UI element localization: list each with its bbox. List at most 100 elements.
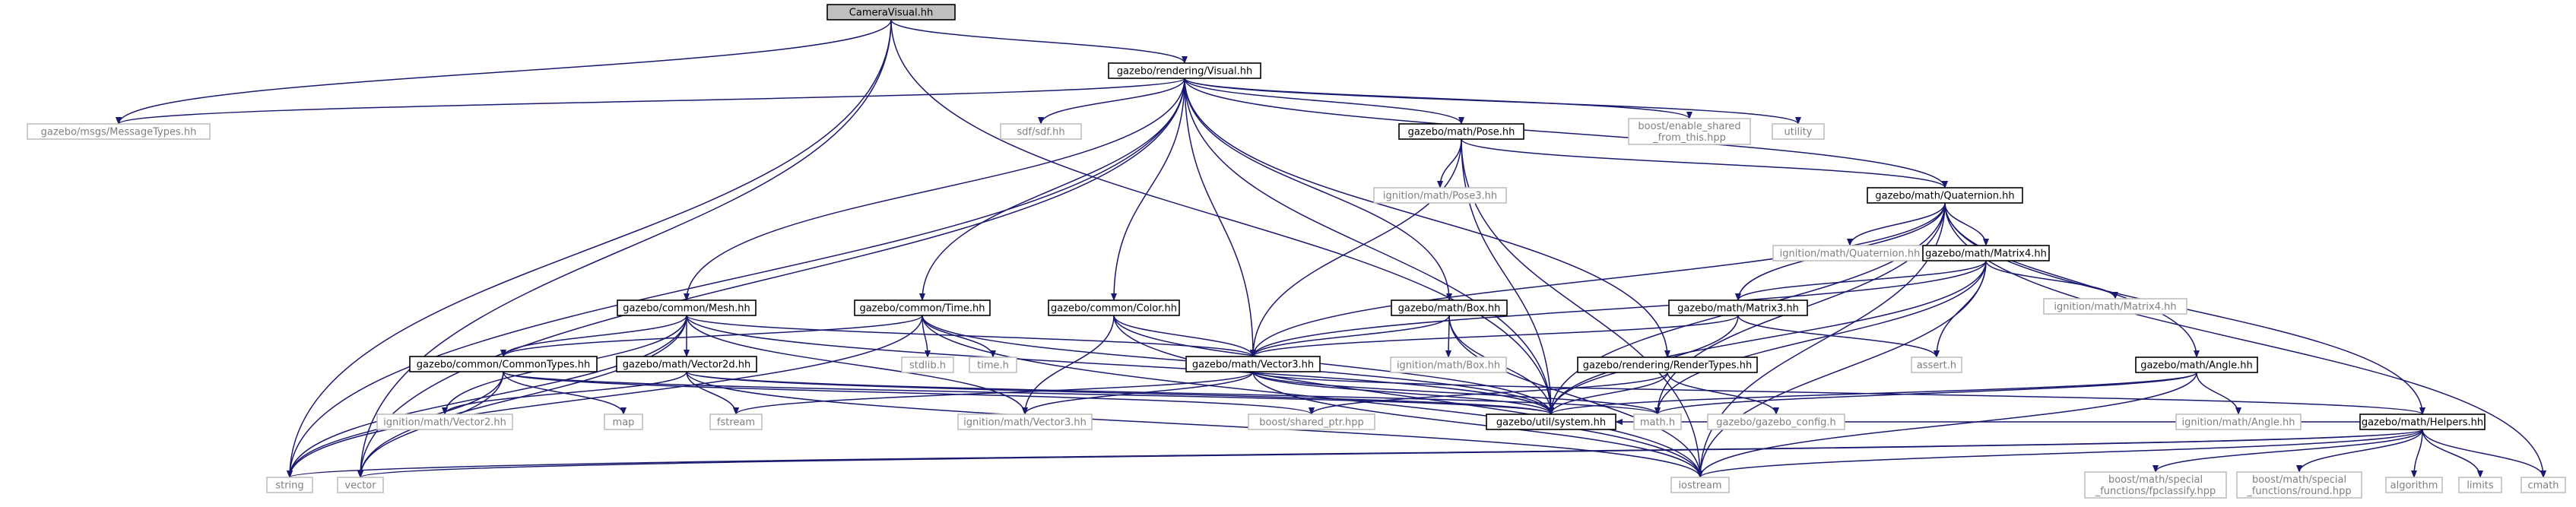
edge-helpers-to-cmath	[2422, 429, 2546, 478]
node-system[interactable]: gazebo/util/system.hh	[1486, 414, 1616, 430]
node-label-matrix4: gazebo/math/Matrix4.hh	[1925, 249, 2047, 260]
node-label-algorithm: algorithm	[2390, 480, 2438, 492]
edge-color-to-vector3	[1113, 315, 1256, 357]
node-label-line-camera-0: CameraVisual.hh	[849, 8, 933, 19]
edge-rendertypes-to-system	[1548, 372, 1668, 415]
edge-pose-to-ign_pose3	[1437, 138, 1462, 189]
node-label-vector: vector	[344, 480, 376, 492]
node-box-assert	[1911, 356, 1962, 373]
node-label-line-matrix3-0: gazebo/math/Matrix3.hh	[1677, 303, 1799, 315]
edge-vector3-to-fstream	[733, 371, 1254, 415]
node-quaternion[interactable]: gazebo/math/Quaternion.hh	[1867, 187, 2023, 204]
node-ign_box: ignition/math/Box.hh	[1390, 356, 1507, 373]
node-label-vector2d: gazebo/math/Vector2d.hh	[623, 360, 751, 371]
edge-matrix3-to-assert	[1737, 315, 1940, 358]
edge-camera-to-string	[287, 19, 892, 478]
node-rendertypes[interactable]: gazebo/rendering/RenderTypes.hh	[1577, 356, 1758, 373]
node-color[interactable]: gazebo/common/Color.hh	[1048, 299, 1180, 316]
node-box-ign_vector2	[376, 414, 513, 430]
node-ign_angle: ignition/math/Angle.hh	[2175, 414, 2302, 430]
node-label-color: gazebo/common/Color.hh	[1051, 303, 1177, 315]
node-pose[interactable]: gazebo/math/Pose.hh	[1398, 123, 1524, 140]
edge-visual-to-rendertypes	[1184, 78, 1670, 358]
node-label-box: gazebo/math/Box.hh	[1398, 303, 1501, 315]
node-box-commontypes	[409, 356, 598, 372]
node-box[interactable]: gazebo/math/Box.hh	[1391, 299, 1508, 316]
edge-matrix4-to-vector3	[1250, 260, 1987, 357]
node-helpers[interactable]: gazebo/math/Helpers.hh	[2359, 414, 2486, 430]
node-vector3[interactable]: gazebo/math/Vector3.hh	[1185, 356, 1321, 372]
edge-camera-to-vector	[357, 19, 892, 478]
node-box-fstream	[709, 414, 763, 430]
edge-pose-to-vector3	[1250, 138, 1462, 357]
node-box-shared_ptr	[1248, 414, 1375, 430]
node-label-line-string-0: string	[275, 480, 303, 492]
node-label-shared_ptr: boost/shared_ptr.hpp	[1259, 417, 1364, 429]
node-label-line-algorithm-0: algorithm	[2390, 480, 2438, 492]
edge-vector2d-to-math_h	[686, 371, 1661, 415]
node-box-pose	[1398, 123, 1524, 140]
node-enable_shared: boost/enable_shared_from_this.hpp	[1628, 118, 1751, 145]
node-box-ign_box	[1390, 356, 1507, 373]
edge-visual-to-string	[287, 78, 1185, 478]
node-label-assert: assert.h	[1917, 360, 1956, 372]
node-box-matrix4	[1922, 245, 2050, 261]
edge-vector3-to-iostream	[1252, 371, 1703, 478]
node-box-utility	[1772, 123, 1825, 140]
node-label-line-sdf-0: sdf/sdf.hh	[1017, 127, 1064, 138]
node-box-sdf	[1000, 123, 1082, 140]
node-mesh[interactable]: gazebo/common/Mesh.hh	[617, 299, 757, 316]
edge-visual-to-sdf	[1038, 78, 1185, 125]
edge-visual-to-enable_shared	[1184, 78, 1692, 119]
node-label-map: map	[613, 417, 635, 429]
node-string: string	[266, 477, 313, 493]
node-vector2d[interactable]: gazebo/math/Vector2d.hh	[616, 356, 757, 372]
node-box-map	[604, 414, 643, 430]
node-matrix3[interactable]: gazebo/math/Matrix3.hh	[1668, 299, 1808, 316]
node-label-line-time_h-0: time.h	[977, 360, 1009, 372]
node-label-fpclassify: boost/math/special_functions/fpclassify.…	[2095, 474, 2216, 497]
node-limits: limits	[2458, 477, 2502, 493]
edge-time-to-commontypes	[500, 315, 923, 357]
node-box-vector	[337, 477, 384, 493]
edge-helpers-to-round	[2296, 429, 2423, 473]
edge-quaternion-to-matrix4	[1944, 202, 1989, 246]
edge-visual-to-quaternion	[1184, 78, 1948, 189]
edge-angle-to-system	[1548, 372, 2197, 415]
node-camera[interactable]: CameraVisual.hh	[826, 4, 956, 21]
edge-visual-to-pose	[1184, 78, 1464, 125]
edge-visual-to-time	[919, 78, 1185, 301]
edge-visual-to-color	[1111, 78, 1185, 301]
edge-helpers-to-limits	[2422, 429, 2483, 478]
edge-mesh-to-commontypes	[500, 315, 687, 357]
node-matrix4[interactable]: gazebo/math/Matrix4.hh	[1922, 245, 2050, 261]
node-label-line-math_h-0: math.h	[1640, 417, 1675, 429]
node-box-ign_angle	[2175, 414, 2302, 430]
node-stdlib: stdlib.h	[901, 356, 954, 373]
edge-commontypes-to-shared_ptr	[503, 371, 1315, 415]
node-label-line-quaternion-0: gazebo/math/Quaternion.hh	[1875, 191, 2014, 202]
node-label-line-vector2d-0: gazebo/math/Vector2d.hh	[623, 360, 751, 371]
node-label-line-limits-0: limits	[2467, 480, 2494, 492]
node-commontypes[interactable]: gazebo/common/CommonTypes.hh	[409, 356, 598, 372]
node-ign_vector2: ignition/math/Vector2.hh	[376, 414, 513, 430]
node-label-line-pose-0: gazebo/math/Pose.hh	[1408, 127, 1515, 138]
node-label-commontypes: gazebo/common/CommonTypes.hh	[417, 360, 590, 371]
node-visual[interactable]: gazebo/rendering/Visual.hh	[1108, 62, 1261, 79]
edge-visual-to-vector	[357, 78, 1185, 478]
node-box-box	[1391, 299, 1508, 316]
node-angle[interactable]: gazebo/math/Angle.hh	[2135, 356, 2258, 373]
node-box-ign_matrix4	[2043, 298, 2187, 315]
node-ign_vector3: ignition/math/Vector3.hh	[957, 414, 1093, 430]
node-box-gazebo_config	[1707, 414, 1845, 430]
edge-camera-to-msgtypes	[116, 19, 892, 125]
node-label-line-time-0: gazebo/common/Time.hh	[859, 303, 985, 315]
edge-vector3-to-math_h	[1252, 371, 1661, 415]
node-sdf: sdf/sdf.hh	[1000, 123, 1082, 140]
node-label-line-utility-0: utility	[1784, 127, 1813, 138]
edge-vector3-to-system	[1252, 371, 1554, 415]
node-label-time: gazebo/common/Time.hh	[859, 303, 985, 315]
edge-rendertypes-to-shared_ptr	[1309, 372, 1668, 415]
edge-matrix4-to-system	[1548, 260, 1987, 415]
node-time[interactable]: gazebo/common/Time.hh	[854, 299, 991, 316]
